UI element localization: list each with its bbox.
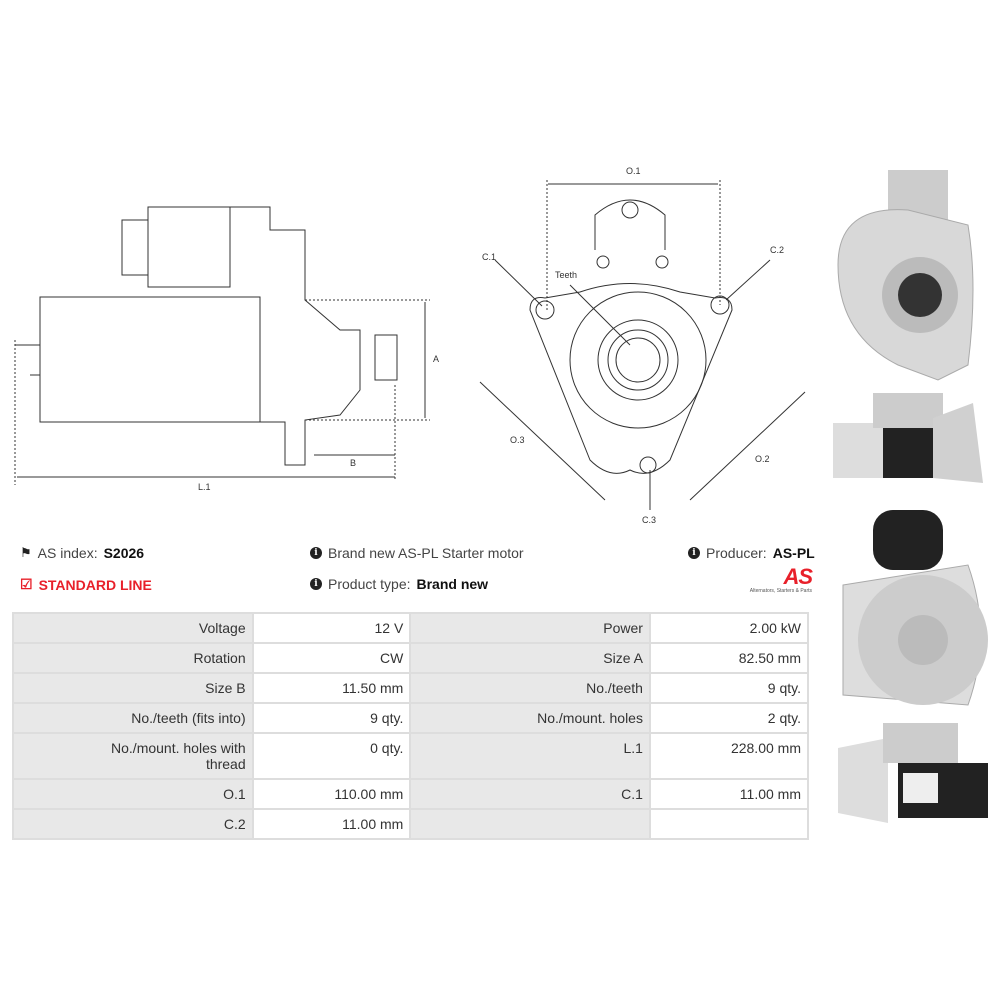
product-type-label: Product type: [328, 576, 411, 592]
checkbox-icon: ☑ [20, 576, 33, 592]
spec-value: 9 qty. [648, 672, 810, 704]
spec-value: 2 qty. [648, 702, 810, 734]
spec-label: Size B [12, 672, 254, 704]
dim-label-c1: C.1 [482, 252, 496, 262]
tag-icon: ⚑ [20, 545, 32, 560]
dim-label-c2: C.2 [770, 245, 784, 255]
dim-label-o2: O.2 [755, 454, 770, 464]
dim-label-l1: L.1 [198, 482, 211, 492]
logo-mark: AS [783, 564, 813, 589]
spec-label: No./teeth [409, 672, 651, 704]
spec-label: L.1 [409, 732, 651, 780]
table-row: No./teeth (fits into)9 qty.No./mount. ho… [12, 702, 810, 734]
description-text: Brand new AS-PL Starter motor [328, 545, 524, 561]
product-photo-front[interactable] [828, 165, 988, 385]
spec-value: CW [251, 642, 412, 674]
logo-tagline: Alternators, Starters & Parts [749, 588, 812, 594]
dim-label-o1: O.1 [626, 166, 641, 176]
spec-value: 9 qty. [251, 702, 412, 734]
front-view-diagram: O.1 C.1 C.2 Teeth O.3 O.2 C.3 [479, 166, 806, 525]
spec-label: No./mount. holes with thread [12, 732, 254, 780]
description: i Brand new AS-PL Starter motor [310, 545, 524, 561]
as-pl-logo: AS Alternators, Starters & Parts [720, 564, 813, 595]
product-photo-rear[interactable] [828, 505, 993, 710]
spec-value: 82.50 mm [648, 642, 810, 674]
spec-label: No./mount. holes [409, 702, 651, 734]
spec-value: 11.00 mm [251, 808, 412, 840]
info-icon: i [310, 547, 322, 559]
spec-label: C.2 [12, 808, 254, 840]
as-index: ⚑ AS index: S2026 [20, 545, 144, 561]
spec-label: Size A [409, 642, 651, 674]
info-icon: i [688, 547, 700, 559]
dim-label-teeth: Teeth [555, 270, 577, 280]
spec-value: 11.50 mm [251, 672, 412, 704]
spec-label: Rotation [12, 642, 254, 674]
standard-line-label: STANDARD LINE [38, 576, 152, 593]
dim-label-o3: O.3 [510, 435, 525, 445]
product-photo-side[interactable] [828, 388, 988, 498]
as-index-value: S2026 [103, 545, 145, 561]
producer-value: AS-PL [772, 545, 815, 561]
producer: i Producer: AS-PL [688, 545, 815, 561]
spec-value: 228.00 mm [648, 732, 810, 780]
producer-label: Producer: [706, 545, 767, 561]
spec-label [409, 808, 651, 840]
spec-value: 110.00 mm [251, 778, 412, 810]
product-photo-angle[interactable] [828, 718, 993, 833]
spec-value: 12 V [251, 612, 412, 644]
side-view-diagram: A B L.1 [14, 206, 439, 492]
spec-label: Power [409, 612, 651, 644]
spec-value: 11.00 mm [648, 778, 810, 810]
spec-value [648, 808, 810, 840]
spec-label: No./teeth (fits into) [12, 702, 254, 734]
dim-label-b: B [350, 458, 356, 468]
spec-value: 2.00 kW [648, 612, 810, 644]
dim-label-a: A [433, 354, 439, 364]
standard-line: ☑ STANDARD LINE [20, 576, 152, 593]
product-type-value: Brand new [416, 576, 489, 592]
spec-value: 0 qty. [251, 732, 412, 780]
spec-label: C.1 [409, 778, 651, 810]
product-type: i Product type: Brand new [310, 576, 488, 592]
as-index-label: AS index: [37, 545, 98, 561]
dim-label-c3: C.3 [642, 515, 656, 525]
info-icon: i [310, 578, 322, 590]
spec-label: O.1 [12, 778, 254, 810]
spec-label: Voltage [12, 612, 254, 644]
